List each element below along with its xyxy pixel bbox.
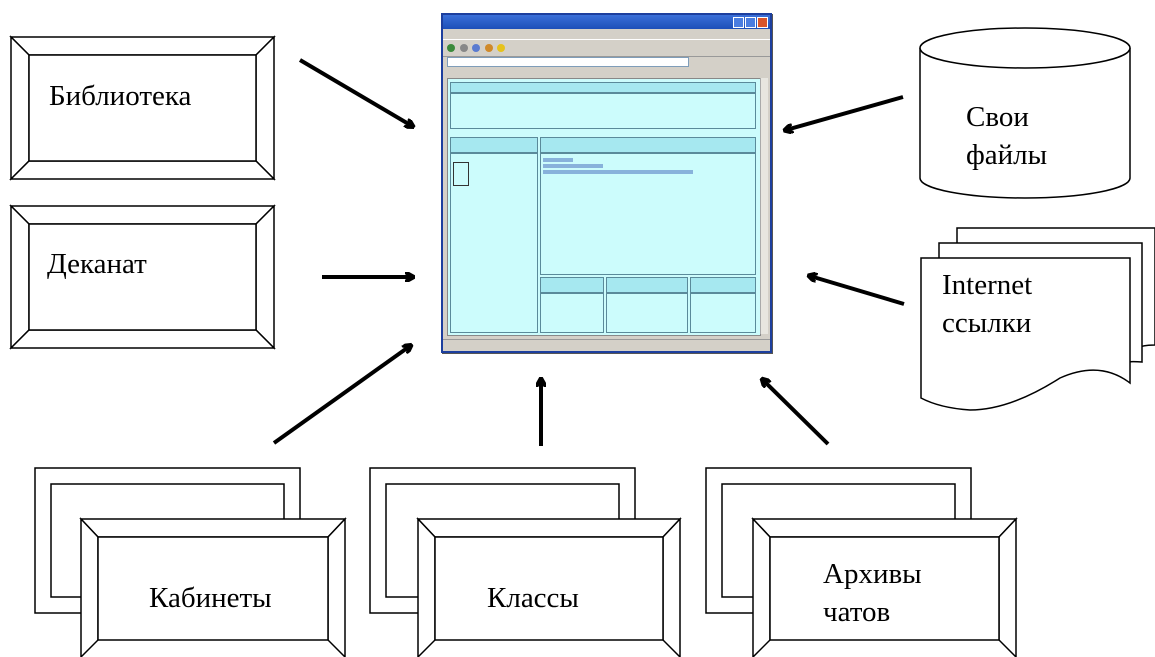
box-dekanat: [9, 204, 276, 350]
label-internet-2: ссылки: [942, 307, 1032, 339]
forward-icon: [459, 43, 468, 52]
window-controls: [733, 17, 768, 28]
home-icon: [484, 43, 493, 52]
cylinder-files: [919, 27, 1131, 199]
left-header: [450, 137, 538, 153]
browser-toolbar: [443, 39, 770, 57]
arrow-files: [786, 95, 904, 130]
page-banner: [450, 93, 756, 129]
arrow-biblioteka: [298, 58, 412, 126]
label-kabinety: Кабинеты: [149, 582, 272, 614]
browser-title-bar: [443, 15, 770, 29]
label-klassy: Классы: [487, 582, 579, 614]
arrow-arkhivy: [763, 380, 830, 446]
arrow-internet: [810, 276, 905, 306]
browser-status-bar: [443, 339, 770, 351]
label-biblioteka: Библиотека: [49, 80, 192, 112]
col2-header: [606, 277, 688, 293]
label-files-1: Свои: [966, 101, 1029, 133]
label-dekanat: Деканат: [47, 248, 147, 280]
browser-address-bar: [443, 57, 770, 68]
center-panel: [540, 153, 756, 275]
minimize-icon: [733, 17, 744, 28]
address-field: [447, 57, 689, 67]
box-arkhivy: [705, 467, 1018, 657]
left-panel: [450, 153, 538, 333]
box-kabinety: [34, 467, 347, 657]
browser-menu-bar: [443, 29, 770, 39]
favorites-icon: [497, 43, 506, 52]
page-header: [450, 82, 756, 93]
col2-body: [606, 293, 688, 333]
back-icon: [447, 43, 455, 52]
refresh-icon: [472, 43, 481, 52]
col3-header: [690, 277, 756, 293]
browser-window: [441, 13, 772, 353]
label-files-2: файлы: [966, 139, 1048, 171]
arrow-kabinety: [272, 346, 410, 445]
col1-body: [540, 293, 604, 333]
browser-page: [447, 78, 761, 336]
left-panel-icon: [453, 162, 469, 186]
center-link-3: [543, 170, 693, 174]
label-arkhivy-1: Архивы: [823, 558, 922, 590]
center-link-1: [543, 158, 573, 162]
box-biblioteka: [9, 35, 276, 181]
label-arkhivy-2: чатов: [823, 596, 891, 628]
center-header: [540, 137, 756, 153]
multidoc-internet: [920, 227, 1155, 411]
col3-body: [690, 293, 756, 333]
box-klassy: [369, 467, 682, 657]
label-internet-1: Internet: [942, 269, 1033, 301]
col1-header: [540, 277, 604, 293]
close-icon: [757, 17, 768, 28]
maximize-icon: [745, 17, 756, 28]
center-link-2: [543, 164, 603, 168]
browser-scrollbar: [760, 78, 768, 334]
